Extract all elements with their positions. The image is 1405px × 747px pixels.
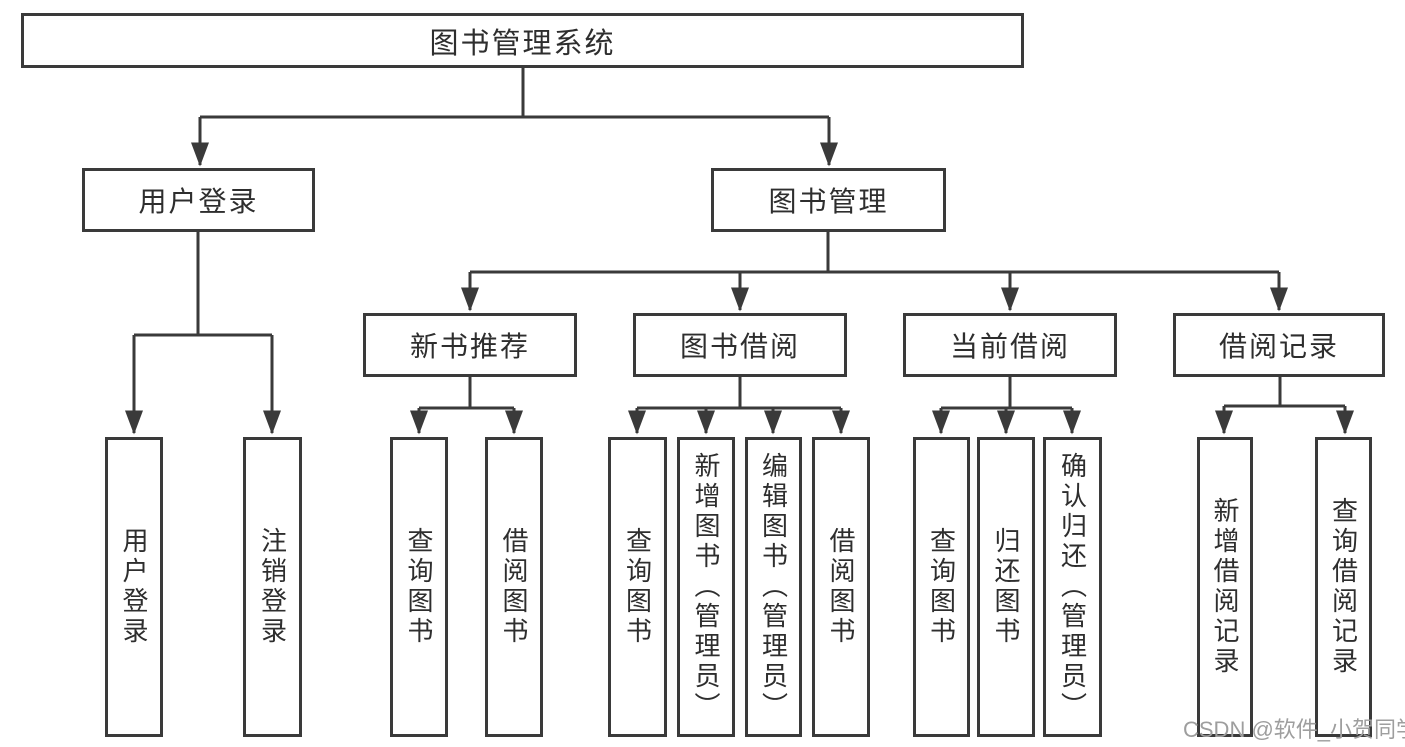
- leaf-label: 查询图书: [622, 527, 653, 647]
- leaf-label: 新增图书（管理员）: [691, 452, 721, 722]
- leaf-confirm-return-admin: 确认归还（管理员）: [1043, 437, 1102, 737]
- leaf-query-books-borrowing: 查询图书: [608, 437, 667, 737]
- node-label: 图书管理: [768, 186, 889, 217]
- leaf-label: 借阅图书: [499, 527, 529, 647]
- leaf-label: 用户登录: [119, 527, 149, 647]
- node-label: 图书借阅: [679, 331, 800, 362]
- leaf-add-borrow-record: 新增借阅记录: [1197, 437, 1253, 737]
- leaf-label: 编辑图书（管理员）: [758, 452, 789, 722]
- leaf-query-books-current: 查询图书: [913, 437, 970, 737]
- node-label: 图书管理系统: [429, 27, 616, 60]
- csdn-watermark: CSDN @软件_小贺同学: [1183, 717, 1405, 742]
- node-borrowing-records: 借阅记录: [1173, 313, 1385, 377]
- leaf-label: 新增借阅记录: [1210, 497, 1240, 677]
- leaf-label: 查询借阅记录: [1328, 497, 1359, 677]
- leaf-borrow-books-recommendation: 借阅图书: [485, 437, 543, 737]
- node-book-borrowing: 图书借阅: [633, 313, 847, 377]
- leaf-query-books-recommendation: 查询图书: [390, 437, 448, 737]
- leaf-label: 借阅图书: [826, 527, 856, 647]
- leaf-return-book: 归还图书: [977, 437, 1035, 737]
- leaf-label: 归还图书: [991, 527, 1021, 647]
- node-label: 新书推荐: [409, 331, 530, 362]
- leaf-label: 确认归还（管理员）: [1057, 452, 1088, 722]
- node-user-login: 用户登录: [82, 168, 315, 232]
- leaf-query-borrow-record: 查询借阅记录: [1315, 437, 1372, 737]
- leaf-logout: 注销登录: [243, 437, 302, 737]
- node-label: 用户登录: [138, 186, 259, 217]
- leaf-label: 查询图书: [404, 527, 434, 647]
- node-label: 当前借阅: [949, 331, 1070, 362]
- node-library-management-system: 图书管理系统: [21, 13, 1024, 68]
- leaf-borrow-books: 借阅图书: [812, 437, 870, 737]
- node-label: 借阅记录: [1218, 331, 1339, 362]
- leaf-label: 注销登录: [257, 527, 288, 647]
- node-new-book-recommendation: 新书推荐: [363, 313, 577, 377]
- node-book-management: 图书管理: [711, 168, 946, 232]
- node-current-borrowing: 当前借阅: [903, 313, 1117, 377]
- leaf-add-book-admin: 新增图书（管理员）: [677, 437, 735, 737]
- leaf-user-login: 用户登录: [105, 437, 163, 737]
- leaf-edit-book-admin: 编辑图书（管理员）: [745, 437, 802, 737]
- leaf-label: 查询图书: [926, 527, 957, 647]
